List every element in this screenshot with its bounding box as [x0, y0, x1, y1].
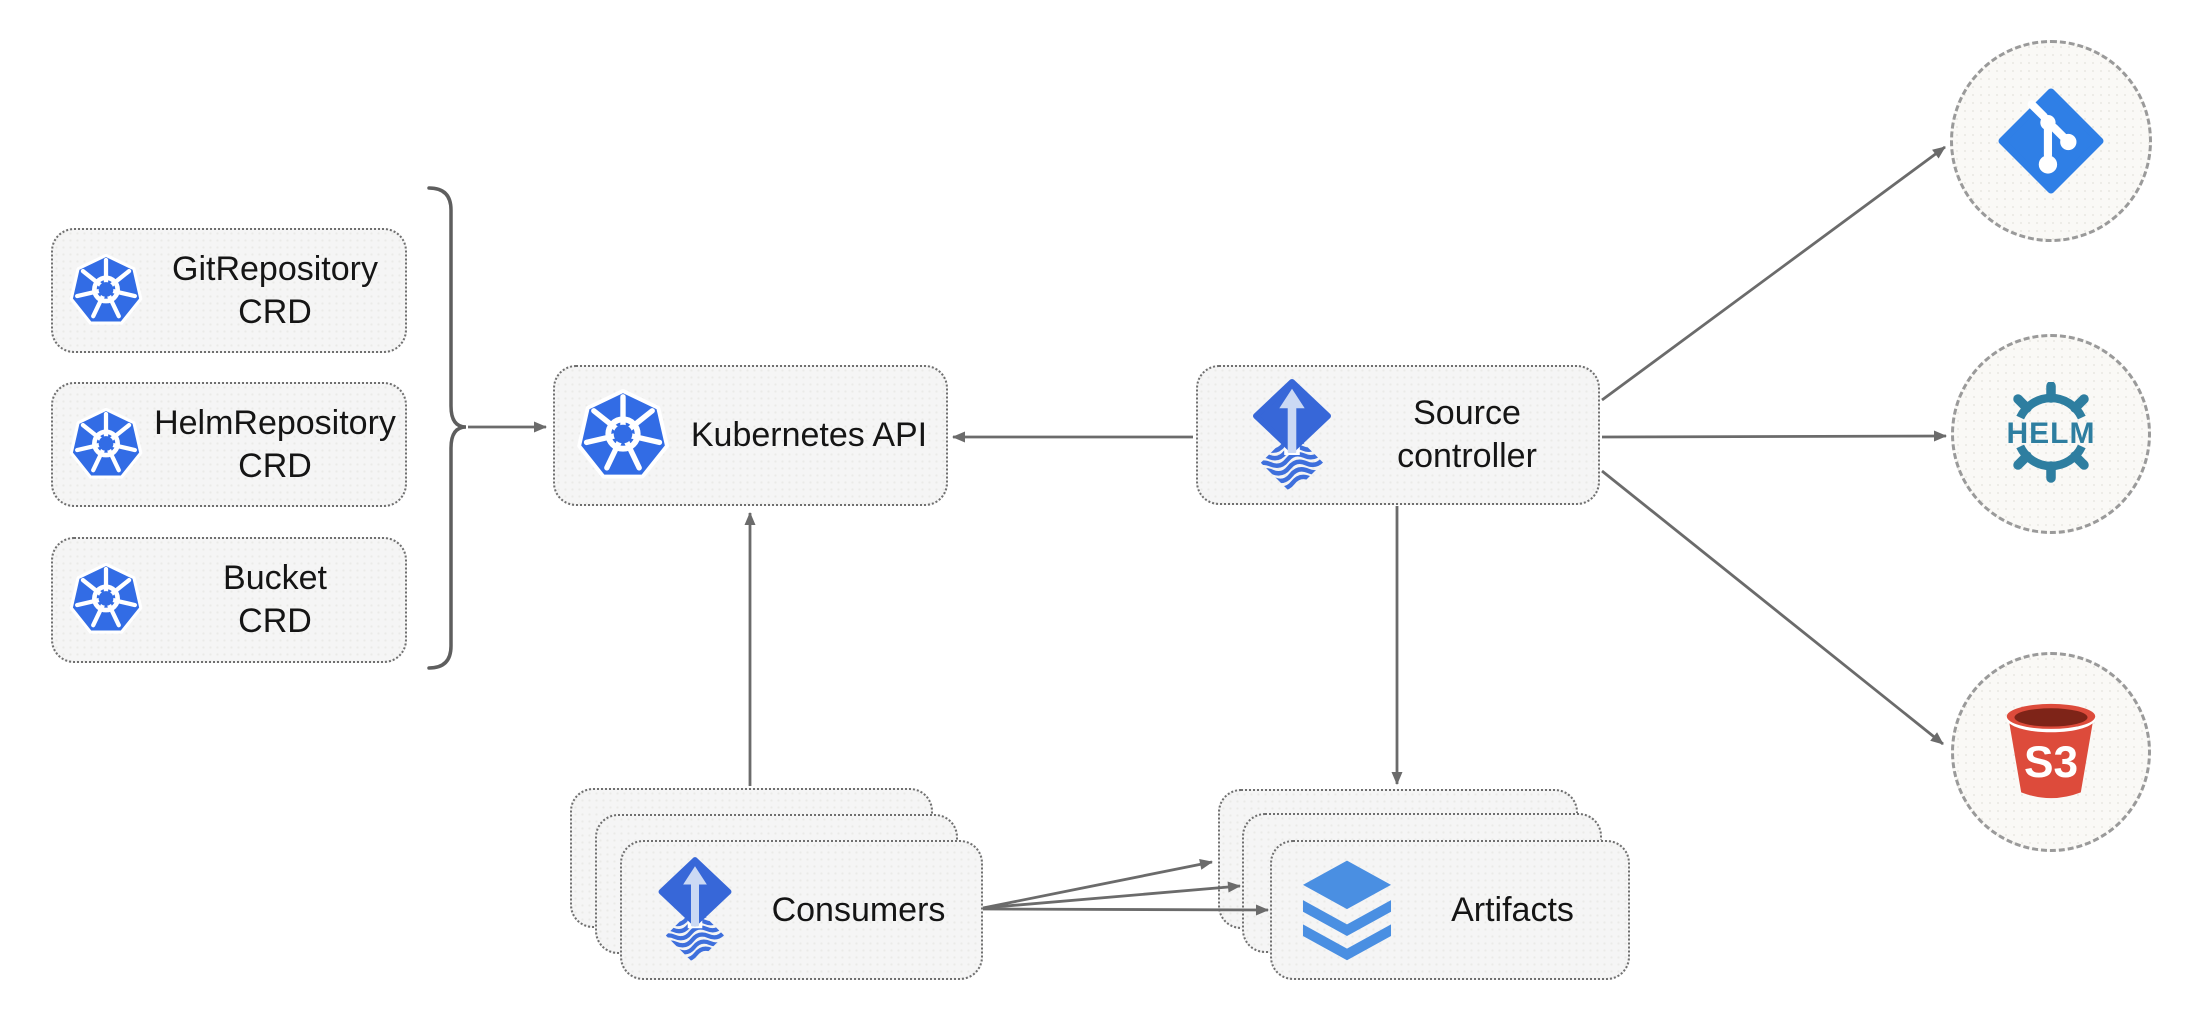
- source-controller-label: Source controller: [1397, 394, 1537, 475]
- kubernetes-icon: [67, 562, 145, 638]
- s3-bucket-icon: S3: [2006, 703, 2096, 799]
- git-source-circle: [1950, 40, 2152, 242]
- s3-word: S3: [2024, 738, 2078, 787]
- arrow-source-controller-to-s3: [1601, 469, 1944, 746]
- kubernetes-api-label: Kubernetes API: [690, 416, 928, 455]
- arrow-consumers-to-artifacts-1: [982, 858, 1213, 910]
- consumers-label: Consumers: [771, 890, 946, 929]
- artifacts-label: Artifacts: [1451, 890, 1574, 929]
- helm-repository-circle: HELM: [1951, 334, 2151, 534]
- kubernetes-api-box: Kubernetes API: [553, 365, 948, 506]
- helmrepository-crd-box: HelmRepository CRD: [51, 382, 407, 507]
- flux-icon: [654, 854, 736, 966]
- source-controller-box: Source controller: [1196, 365, 1600, 505]
- gitrepository-crd-label: GitRepository CRD: [172, 249, 378, 331]
- consumers-box: Consumers: [620, 840, 983, 980]
- git-icon: [1998, 88, 2104, 194]
- bucket-crd-box: Bucket CRD: [51, 537, 407, 663]
- helm-icon: HELM: [2007, 382, 2096, 483]
- helmrepository-crd-label: HelmRepository CRD: [154, 403, 396, 485]
- helm-word: HELM: [2007, 417, 2096, 450]
- artifacts-box: Artifacts: [1270, 840, 1630, 980]
- crd-group-bracket: [427, 186, 467, 670]
- flux-icon: [1248, 377, 1336, 494]
- kubernetes-icon: [574, 388, 672, 484]
- layers-icon: [1297, 857, 1397, 963]
- arrow-consumers-to-artifacts-2: [982, 881, 1241, 910]
- s3-bucket-circle: S3: [1951, 652, 2151, 852]
- arrow-source-controller-to-helm: [1601, 430, 1947, 442]
- kubernetes-icon: [67, 253, 145, 329]
- kubernetes-icon: [67, 407, 145, 483]
- gitrepository-crd-box: GitRepository CRD: [51, 228, 407, 353]
- bucket-crd-label: Bucket CRD: [223, 559, 327, 640]
- arrow-source-controller-to-git: [1601, 145, 1946, 402]
